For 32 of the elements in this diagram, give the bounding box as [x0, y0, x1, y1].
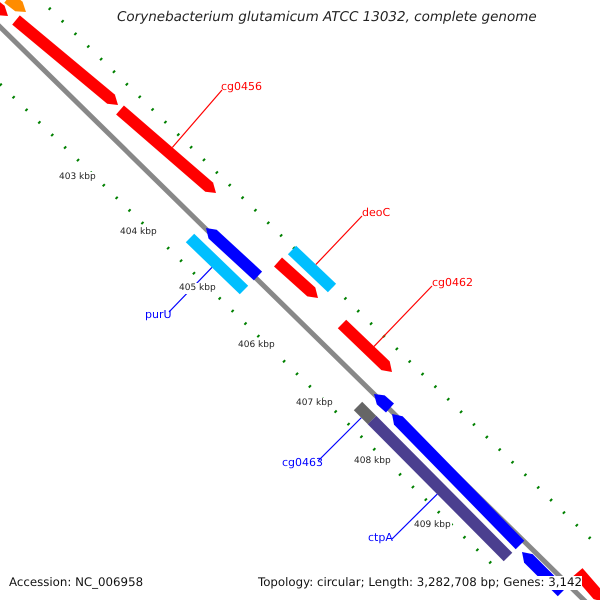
gene-feature: [0, 0, 8, 16]
gene-label: cg0462: [432, 277, 474, 288]
gene-feature: [206, 228, 262, 280]
leader-line: [392, 494, 438, 540]
gene-feature: [374, 394, 394, 412]
gene-feature: [392, 414, 524, 550]
gene-label: deoC: [362, 207, 390, 218]
tick-label: 405 kbp: [178, 283, 217, 294]
tick-label: 407 kbp: [295, 398, 334, 409]
leader-line: [316, 216, 362, 265]
gene-feature: [12, 15, 118, 105]
title: Corynebacterium glutamicum ATCC 13032, complete genome: [117, 11, 537, 24]
info-text: Topology: circular; Length: 3,282,708 bp; Genes: 3,142: [258, 576, 582, 590]
tick-label: 403 kbp: [58, 172, 97, 183]
gene-feature: [288, 246, 336, 292]
tick-label: 404 kbp: [119, 227, 158, 238]
info-text: Accession: NC_006958: [9, 576, 144, 590]
gene-feature: [116, 106, 216, 193]
leader-line: [318, 417, 362, 462]
gene-label: purU: [145, 309, 172, 320]
tick-label: 406 kbp: [237, 340, 276, 351]
gene-feature: [338, 320, 392, 372]
gene-feature: [274, 258, 318, 298]
gene-label: ctpA: [368, 532, 393, 543]
leader-line: [374, 286, 432, 347]
gene-label: cg0463: [282, 457, 324, 468]
gene-feature: [354, 402, 376, 424]
gene-label: cg0456: [221, 81, 262, 92]
gene-feature: [4, 0, 26, 12]
tick-label: 409 kbp: [413, 520, 452, 531]
leader-line: [172, 90, 222, 148]
tick-label: 408 kbp: [353, 456, 392, 467]
